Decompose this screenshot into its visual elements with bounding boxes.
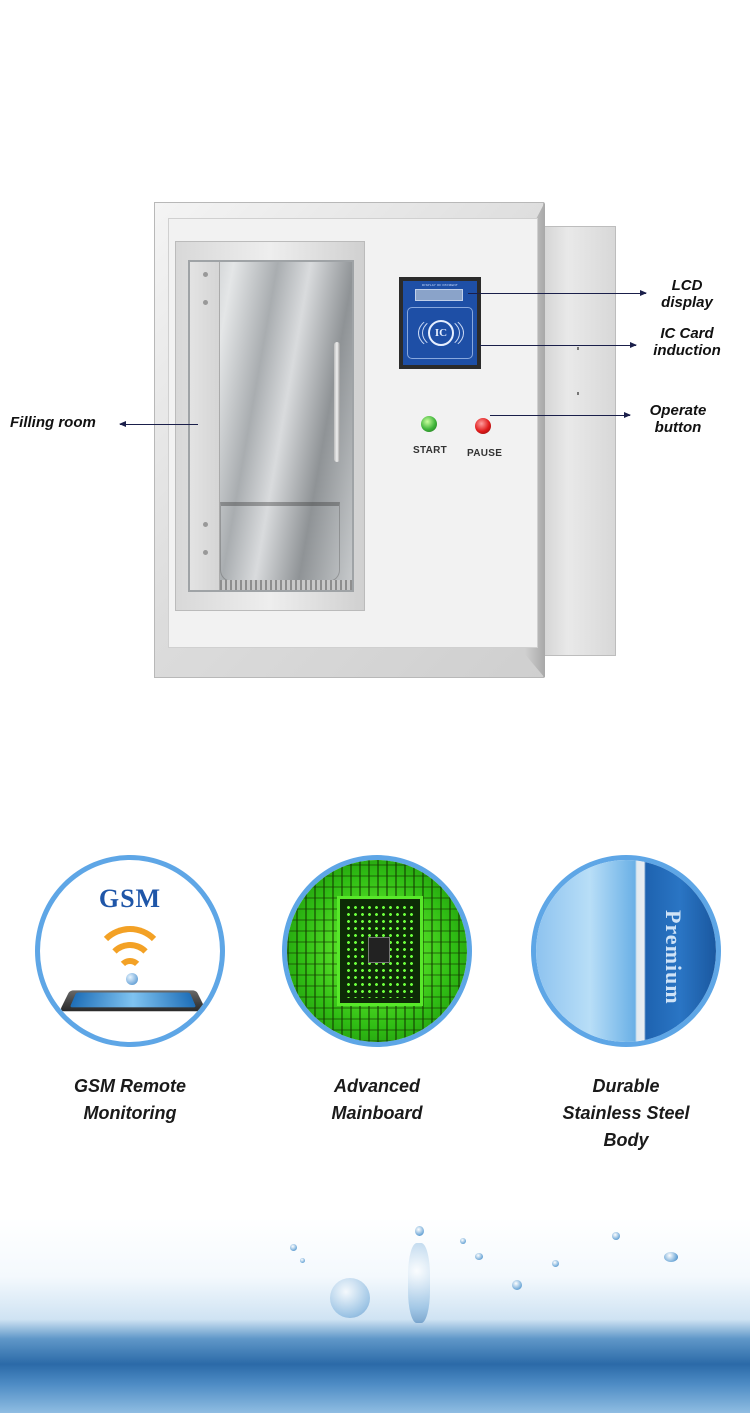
water-splash-banner xyxy=(0,1218,750,1413)
wifi-arc xyxy=(105,942,155,992)
lcd-ic-card-panel: DISPLAY OF PAYMENT IC xyxy=(399,277,481,369)
lcd-panel-title: DISPLAY OF PAYMENT xyxy=(422,283,458,287)
feature-label-line: Stainless Steel xyxy=(562,1103,690,1123)
rfid-wave-icon xyxy=(418,316,464,350)
callout-ic-line2: induction xyxy=(653,342,721,359)
feature-label: Durable Stainless Steel Body xyxy=(526,1073,726,1154)
feature-label: GSM Remote Monitoring xyxy=(30,1073,230,1127)
side-screw xyxy=(577,347,579,350)
steel-panel-photo xyxy=(536,860,716,1042)
water-droplet xyxy=(475,1253,483,1260)
arrow-right-icon xyxy=(480,342,637,348)
feature-label: Advanced Mainboard xyxy=(277,1073,477,1127)
ic-card-icon: IC xyxy=(428,320,454,346)
start-button xyxy=(421,416,437,432)
drip-grille xyxy=(220,580,352,590)
ic-card-reader: IC xyxy=(407,307,473,359)
wifi-arc xyxy=(117,958,143,984)
water-droplet xyxy=(612,1232,620,1240)
water-vending-machine-image: DISPLAY OF PAYMENT IC START PAUSE xyxy=(150,200,620,690)
callout-lcd-line2: display xyxy=(661,294,713,311)
callout-ic-line1: IC Card xyxy=(660,325,714,342)
callout-operate-line2: button xyxy=(654,419,702,436)
stainless-steel-body-icon: Premium xyxy=(531,855,721,1047)
feature-label-line: Monitoring xyxy=(83,1103,177,1123)
feature-mainboard: Advanced Mainboard xyxy=(277,855,477,1127)
feature-stainless-steel: Premium Durable Stainless Steel Body xyxy=(526,855,726,1154)
water-splash xyxy=(408,1243,430,1323)
water-droplet xyxy=(300,1258,305,1263)
wifi-arc xyxy=(93,926,167,1000)
pause-button xyxy=(475,418,491,434)
gsm-wifi-tablet-icon: GSM xyxy=(35,855,225,1047)
rfid-wave-icon xyxy=(422,318,460,348)
arrow-right-icon xyxy=(490,412,631,418)
pause-button-label: PAUSE xyxy=(467,448,503,459)
globe-icon xyxy=(126,973,138,985)
feature-label-line: Durable xyxy=(592,1076,660,1096)
mainboard-chip-icon xyxy=(282,855,472,1047)
filling-room-window xyxy=(175,241,365,611)
callout-filling-room: Filling room xyxy=(10,414,96,431)
feature-label-line: GSM Remote xyxy=(73,1076,187,1096)
water-splash xyxy=(330,1278,370,1318)
feature-label-line: Advanced xyxy=(333,1076,421,1096)
machine-front-panel: DISPLAY OF PAYMENT IC START PAUSE xyxy=(168,218,538,648)
screw-icon xyxy=(203,300,208,305)
arrow-left-icon xyxy=(119,421,198,427)
callout-operate-line1: Operate xyxy=(649,402,707,419)
callout-operate-button: Operate button xyxy=(640,402,716,436)
start-button-label: START xyxy=(413,445,448,456)
screw-icon xyxy=(203,550,208,555)
arrow-right-icon xyxy=(468,290,647,296)
water-droplet xyxy=(552,1260,559,1267)
door-handle xyxy=(334,342,340,462)
feature-label-line: Mainboard xyxy=(331,1103,423,1123)
screw-icon xyxy=(203,522,208,527)
side-screw xyxy=(577,392,579,395)
water-droplet xyxy=(512,1280,522,1290)
gsm-badge-text: GSM xyxy=(98,884,162,913)
screw-icon xyxy=(203,272,208,277)
feature-gsm: GSM GSM Remote Monitoring xyxy=(30,855,230,1127)
callout-ic-card: IC Card induction xyxy=(644,325,730,359)
water-droplet xyxy=(290,1244,297,1251)
feature-label-line: Body xyxy=(603,1130,649,1150)
machine-side-box xyxy=(536,226,616,656)
bottle-tray xyxy=(220,502,340,582)
water-droplet xyxy=(460,1238,466,1244)
callout-lcd-display: LCD display xyxy=(652,277,722,311)
premium-text: Premium xyxy=(661,910,686,1005)
water-droplet xyxy=(664,1252,678,1262)
tablet-icon xyxy=(59,990,207,1012)
water-droplet xyxy=(415,1226,424,1236)
callout-lcd-line1: LCD xyxy=(671,277,703,294)
window-hinge-strip xyxy=(190,262,220,590)
lcd-screen xyxy=(415,289,463,301)
chip xyxy=(337,896,423,1006)
filling-room-glass xyxy=(188,260,354,592)
